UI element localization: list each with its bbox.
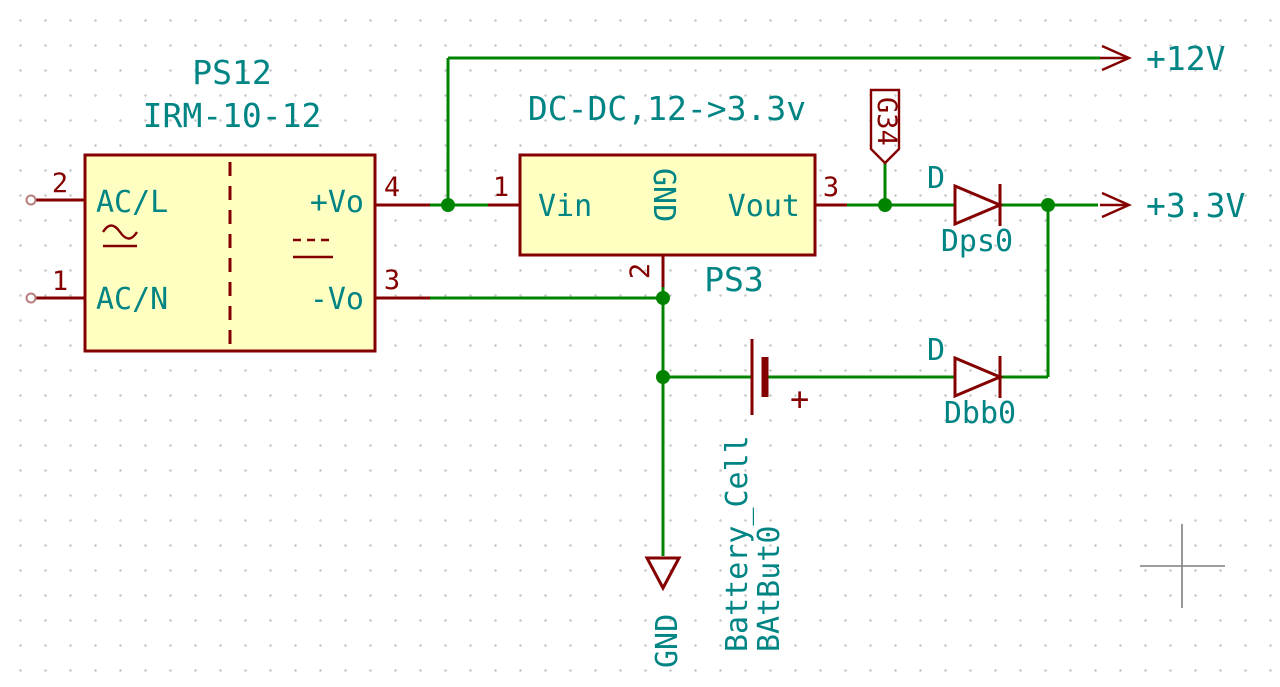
wire-net-12v[interactable]	[430, 56, 1100, 207]
pin-number-1: 1	[52, 266, 68, 297]
component-ps12[interactable]: PS12 IRM-10-12 AC/L AC/N +Vo -Vo 2 1 4 3	[25, 53, 431, 353]
battery-plus-sign: +	[790, 380, 809, 418]
power-arrow-icon	[1101, 191, 1132, 219]
junction-dot[interactable]	[441, 198, 455, 212]
dc-symbol-icon	[293, 238, 333, 259]
pin-name-vin: Vin	[538, 189, 592, 224]
dps0-value[interactable]: D	[927, 161, 945, 196]
power-label-3v3[interactable]: +3.3V	[1100, 186, 1245, 225]
pin-end-circle	[25, 292, 37, 304]
battery-value[interactable]: Battery_Cell	[720, 435, 755, 652]
ps12-reference[interactable]: PS12	[192, 53, 271, 92]
component-battery[interactable]: + Battery_Cell BAtBut0	[720, 339, 809, 652]
power-symbol-gnd[interactable]: GND	[644, 556, 685, 668]
p12v-label[interactable]: +12V	[1146, 39, 1225, 78]
pin-name-vop: +Vo	[310, 185, 364, 220]
ps3-value[interactable]: DC-DC,12->3.3v	[528, 89, 806, 128]
pin-number-1: 1	[493, 172, 509, 203]
wire-net-gnd[interactable]	[430, 287, 752, 556]
pin-name-gnd: GND	[646, 168, 681, 222]
gnd-label[interactable]: GND	[650, 614, 685, 668]
ps3-reference[interactable]: PS3	[704, 260, 764, 299]
power-label-12v[interactable]: +12V	[1100, 39, 1225, 78]
pin-name-von: -Vo	[310, 282, 364, 317]
battery-reference[interactable]: BAtBut0	[752, 526, 787, 652]
pin-name-acl: AC/L	[96, 185, 168, 220]
component-dbb0[interactable]: D Dbb0	[927, 333, 1016, 431]
dbb0-reference[interactable]: Dbb0	[944, 396, 1016, 431]
junction-dot[interactable]	[656, 370, 670, 384]
dps0-reference[interactable]: Dps0	[941, 224, 1013, 259]
junction-dot[interactable]	[1041, 198, 1055, 212]
dbb0-value[interactable]: D	[927, 333, 945, 368]
component-ps3[interactable]: DC-DC,12->3.3v PS3 Vin GND Vout 1 3 2	[488, 89, 847, 299]
pin-number-2: 2	[52, 168, 68, 199]
component-dps0[interactable]: D Dps0	[927, 161, 1013, 259]
pin-name-acn: AC/N	[96, 282, 168, 317]
gnd-triangle-icon[interactable]	[644, 556, 682, 592]
pin-number-3: 3	[384, 265, 400, 296]
pin-name-vout: Vout	[728, 189, 800, 224]
g34-label-text[interactable]: G34	[871, 97, 902, 146]
diode-triangle[interactable]	[953, 355, 1004, 399]
pin-end-circle	[25, 194, 37, 206]
p3v3-label[interactable]: +3.3V	[1146, 186, 1245, 225]
pin-number-3: 3	[823, 172, 839, 203]
ps12-value[interactable]: IRM-10-12	[143, 96, 322, 135]
pin-number-4: 4	[384, 172, 400, 203]
g34-flag-outline[interactable]	[869, 88, 901, 165]
crosshair-cursor	[1140, 524, 1225, 608]
junction-dot[interactable]	[656, 291, 670, 305]
diode-triangle[interactable]	[953, 183, 1004, 227]
ac-symbol-icon	[101, 224, 139, 248]
wire-net-3v3[interactable]	[768, 163, 1098, 379]
junction-dot[interactable]	[878, 198, 892, 212]
power-arrow-icon	[1101, 44, 1132, 72]
net-label-g34[interactable]: G34	[869, 88, 902, 165]
pin-number-2: 2	[625, 263, 656, 279]
